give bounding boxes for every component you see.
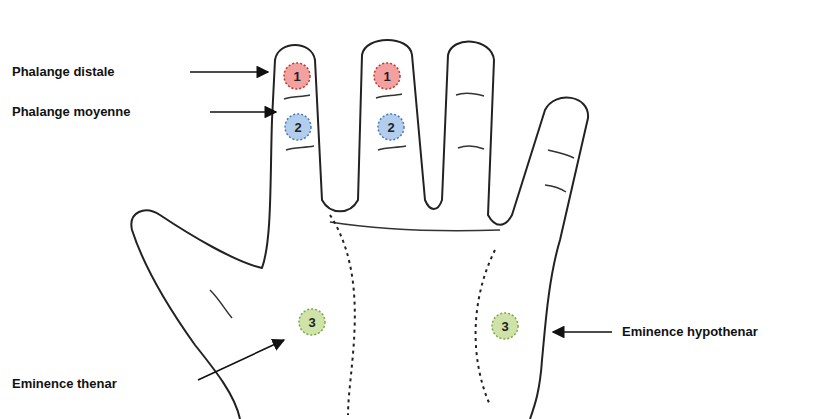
callout-circle-shape xyxy=(374,63,400,89)
callout-number: 3 xyxy=(308,315,315,330)
part-label: Phalange moyenne xyxy=(12,104,130,120)
callout-number: 2 xyxy=(387,120,394,135)
callout-number: 2 xyxy=(294,120,301,135)
callout-circle-shape xyxy=(285,114,311,140)
callout-circle: 3 xyxy=(491,312,519,340)
callout-number: 1 xyxy=(383,69,390,84)
callout-circle: 3 xyxy=(298,308,326,336)
part-label: Phalange distale xyxy=(12,64,115,80)
callout-circle-shape xyxy=(284,63,310,89)
callout-circle: 2 xyxy=(284,113,312,141)
hand-outline xyxy=(131,40,588,419)
callout-circle-shape xyxy=(299,309,325,335)
finger-creases xyxy=(210,93,574,318)
callout-number: 3 xyxy=(501,319,508,334)
hypothenar-boundary xyxy=(476,250,495,405)
part-label: Eminence thenar xyxy=(12,376,117,392)
callout-circle-shape xyxy=(378,114,404,140)
callout-circle: 1 xyxy=(283,62,311,90)
part-label: Eminence hypothenar xyxy=(622,324,758,340)
thenar-boundary xyxy=(330,215,355,415)
leader-arrows xyxy=(190,72,612,380)
callout-circle: 1 xyxy=(373,62,401,90)
callout-circle: 2 xyxy=(377,113,405,141)
callout-number: 1 xyxy=(293,69,300,84)
callout-circle-shape xyxy=(492,313,518,339)
